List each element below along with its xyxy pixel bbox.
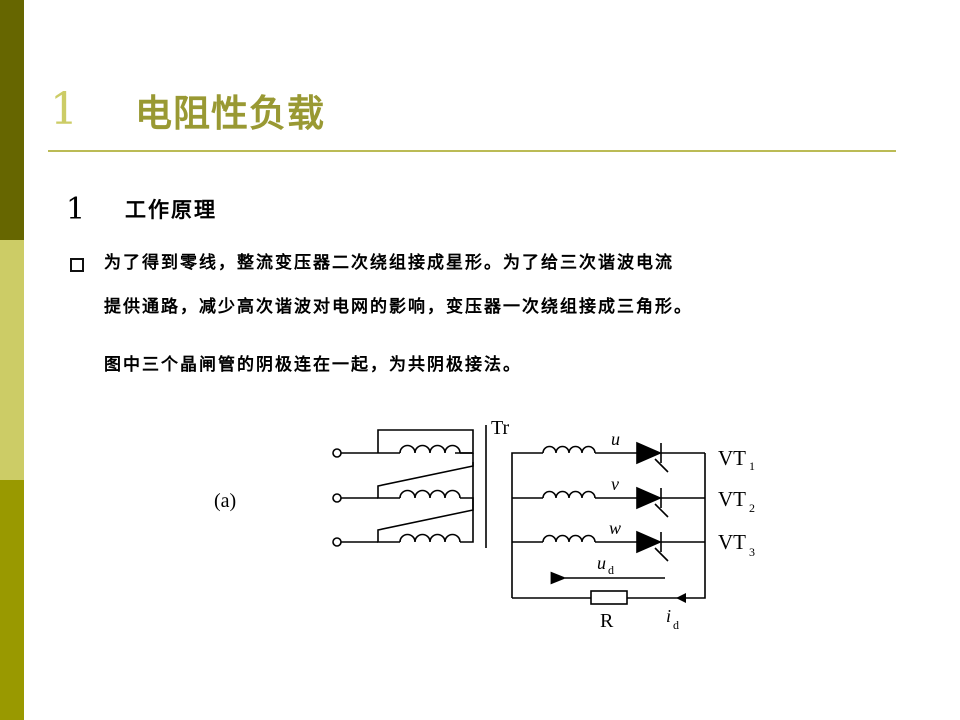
thyristor-vt1 — [636, 441, 705, 473]
figure-label: (a) — [214, 490, 236, 512]
svg-text:u: u — [597, 553, 606, 573]
title-divider — [48, 150, 896, 152]
svg-text:VT: VT — [718, 487, 746, 511]
thyristor-vt3 — [636, 530, 705, 562]
stripe-middle — [0, 240, 24, 480]
primary-delta-winding — [377, 429, 474, 543]
paragraph-text: 图中三个晶闸管的阴极连在一起，为共阴极接法。 — [104, 355, 522, 375]
resistor-label: R — [600, 610, 614, 632]
phase-label-u: u — [611, 429, 620, 449]
svg-text:VT: VT — [718, 530, 746, 554]
svg-text:3: 3 — [749, 545, 755, 559]
svg-text:2: 2 — [749, 501, 755, 515]
svg-text:i: i — [666, 606, 671, 626]
bullet-text-line-1: 为了得到零线，整流变压器二次绕组接成星形。为了给三次谐波电流 — [104, 253, 674, 273]
current-label-id: i d — [666, 606, 679, 632]
vt3-label: VT 3 — [718, 530, 755, 559]
title-number: 1 — [50, 84, 78, 135]
slide-title: 电阻性负载 — [135, 92, 325, 135]
vt1-label: VT 1 — [718, 446, 755, 473]
svg-text:d: d — [608, 563, 614, 577]
thyristor-vt2 — [636, 486, 705, 518]
current-arrow-icon — [676, 593, 686, 603]
voltage-label-ud: u d — [597, 553, 614, 577]
bullet-text-line-2: 提供通路，减少高次谐波对电网的影响，变压器一次绕组接成三角形。 — [104, 297, 693, 317]
vt2-label: VT 2 — [718, 487, 755, 515]
load-resistor — [590, 590, 628, 605]
stripe-top — [0, 0, 24, 240]
phase-label-v: v — [611, 474, 619, 494]
cathode-bus — [627, 453, 706, 599]
section-number: 1 — [66, 192, 86, 227]
stripe-bottom — [0, 480, 24, 720]
transformer-label: Tr — [491, 417, 510, 439]
svg-text:d: d — [673, 618, 679, 632]
square-bullet-icon — [70, 258, 84, 272]
input-terminals — [332, 448, 378, 547]
section-title: 工作原理 — [125, 198, 217, 222]
svg-text:VT: VT — [718, 446, 746, 470]
svg-text:1: 1 — [749, 459, 755, 473]
phase-label-w: w — [609, 518, 621, 538]
secondary-star-winding — [511, 445, 637, 598]
